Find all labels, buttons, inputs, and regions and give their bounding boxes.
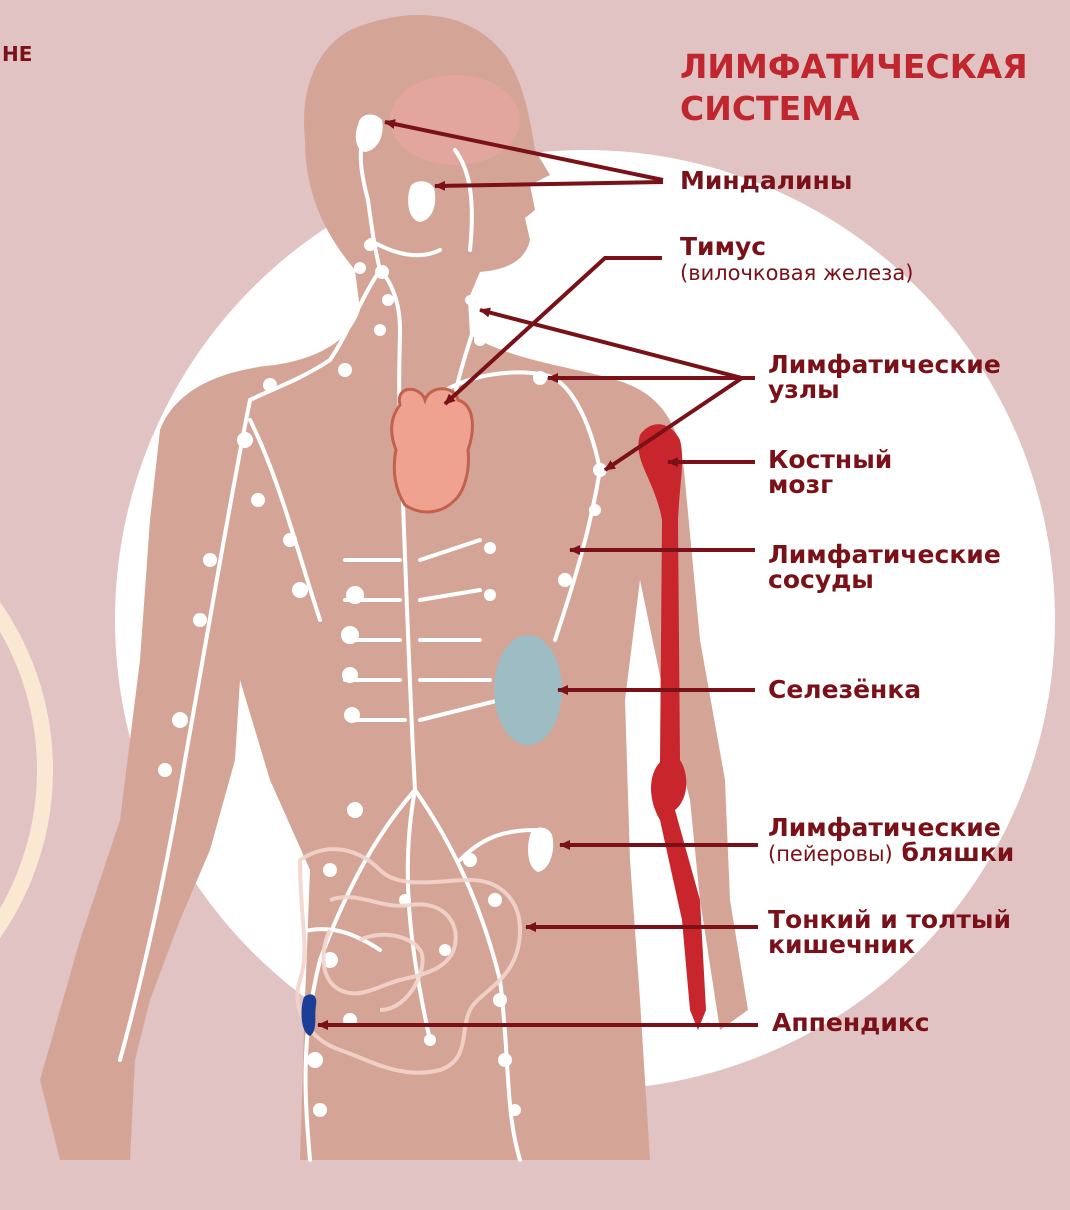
label-appendix-text: Аппендикс <box>772 1008 930 1037</box>
label-lymph-nodes: Лимфатические узлы <box>768 352 1001 402</box>
label-peyers-line2: бляшки <box>901 838 1014 867</box>
thymus <box>392 389 473 512</box>
title-line-1: ЛИМФАТИЧЕСКАЯ <box>680 46 1028 88</box>
label-spleen: Селезёнка <box>768 677 921 702</box>
label-thymus-note: (вилочковая железа) <box>680 261 913 285</box>
label-lymph-vessels: Лимфатические сосуды <box>768 542 1001 592</box>
label-peyers-patches: Лимфатические (пейеровы) бляшки <box>768 815 1014 867</box>
label-tonsils: Миндалины <box>680 168 852 193</box>
label-thymus-text: Тимус <box>680 232 766 261</box>
label-spleen-text: Селезёнка <box>768 675 921 704</box>
label-intestine: Тонкий и толтый кишечник <box>768 907 1011 957</box>
label-thymus: Тимус (вилочковая железа) <box>680 234 913 286</box>
label-appendix: Аппендикс <box>772 1010 930 1035</box>
label-peyers-parenthetical: (пейеровы) <box>768 842 893 866</box>
spleen <box>494 635 562 745</box>
label-lymph-vessels-line2: сосуды <box>768 565 874 594</box>
label-intestine-line2: кишечник <box>768 930 915 959</box>
label-lymph-nodes-line2: узлы <box>768 375 840 404</box>
diagram-title: ЛИМФАТИЧЕСКАЯ СИСТЕМА <box>680 46 1028 130</box>
label-bone-marrow-line2: мозг <box>768 470 833 499</box>
label-tonsils-text: Миндалины <box>680 166 852 195</box>
title-line-2: СИСТЕМА <box>680 88 1028 130</box>
cropped-heading-fragment: НЕ <box>2 42 32 66</box>
label-bone-marrow: Костный мозг <box>768 447 892 497</box>
